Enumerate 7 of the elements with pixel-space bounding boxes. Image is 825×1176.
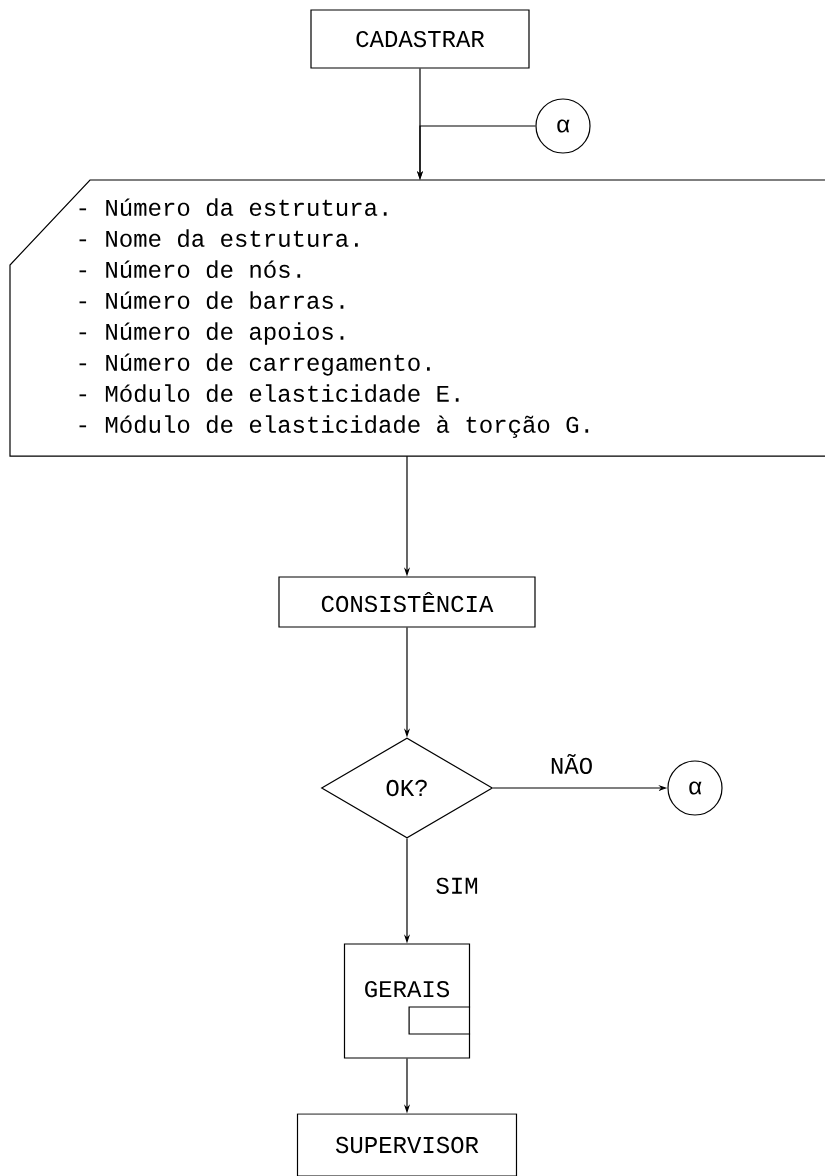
edge-label: SIM: [434, 876, 480, 895]
process-box: SUPERVISOR: [296, 1113, 518, 1176]
process-box: CADASTRAR: [310, 9, 530, 69]
process-box: CONSISTÊNCIA: [278, 576, 536, 628]
input-card: - Número da estrutura. - Nome da estrutura. - Número de nós. - Número de barras. - Número de apoios. - Número de carregamento. - Módulo de elasticidade E. - Módulo de elasticidade à torção G.: [9, 179, 825, 457]
document-box: GERAIS: [343, 943, 471, 1059]
edge-label: NÃO: [548, 752, 595, 776]
